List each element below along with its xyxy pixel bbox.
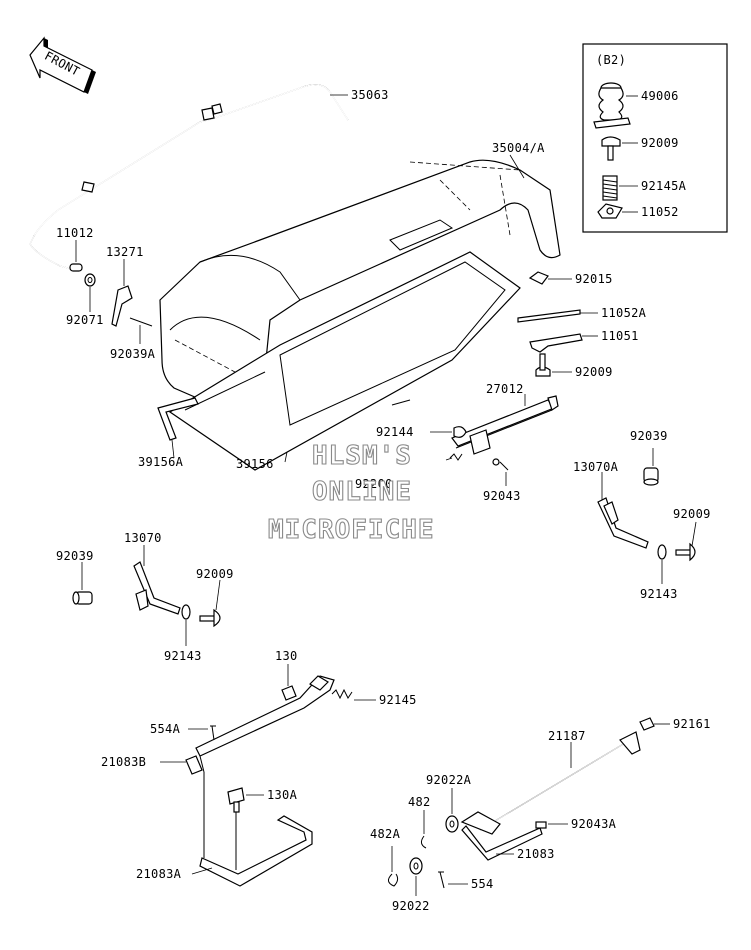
spring-92200-icon xyxy=(449,453,463,461)
label-92022: 92022 xyxy=(392,899,430,913)
link-21083A xyxy=(199,772,313,887)
bushing-92039-right-icon xyxy=(643,467,659,486)
clip-482-icon xyxy=(420,835,427,849)
washer-92143-right-icon xyxy=(657,544,667,560)
label-13070: 13070 xyxy=(124,531,162,545)
label-130: 130 xyxy=(275,649,298,663)
label-554: 554 xyxy=(471,877,494,891)
label-35063: 35063 xyxy=(351,88,389,102)
label-92009-main: 92009 xyxy=(575,365,613,379)
pin-554-icon xyxy=(438,871,445,889)
label-49006: 49006 xyxy=(641,89,679,103)
label-11012: 11012 xyxy=(56,226,94,240)
label-21083A: 21083A xyxy=(136,867,182,881)
clip-11052-icon xyxy=(597,203,623,219)
washer-92022A-icon xyxy=(445,815,459,833)
label-39156: 39156 xyxy=(236,457,274,471)
link-21083 xyxy=(460,811,543,861)
label-13070A: 13070A xyxy=(573,460,619,474)
label-92144: 92144 xyxy=(376,425,414,439)
bushing-92039-left-icon xyxy=(72,591,93,605)
label-92143-right: 92143 xyxy=(640,587,678,601)
label-92145: 92145 xyxy=(379,693,417,707)
label-92039-right: 92039 xyxy=(630,429,668,443)
label-92039-left: 92039 xyxy=(56,549,94,563)
bolt-92009-left-icon xyxy=(199,608,221,628)
inset-title: (B2) xyxy=(596,53,626,67)
label-130A: 130A xyxy=(267,788,298,802)
clip-482A-icon xyxy=(388,873,399,887)
watermark: HLSM'S ONLINE MICROFICHE xyxy=(267,440,435,545)
hinge-13070A xyxy=(597,497,649,549)
label-11052A: 11052A xyxy=(601,306,647,320)
label-92009-inset: 92009 xyxy=(641,136,679,150)
label-92022A: 92022A xyxy=(426,773,472,787)
bolt-92009-main-icon xyxy=(535,353,551,377)
spring-92145-icon xyxy=(331,688,353,700)
label-92043A: 92043A xyxy=(571,817,617,831)
pin-92043A-icon xyxy=(535,821,547,829)
label-21187: 21187 xyxy=(548,729,586,743)
cover-35004A xyxy=(159,159,561,421)
bracket-13271-icon xyxy=(111,285,133,327)
label-92043: 92043 xyxy=(483,489,521,503)
washer-92022-icon xyxy=(409,857,423,875)
pin-92039A-icon xyxy=(129,317,153,327)
label-21083B: 21083B xyxy=(101,755,146,769)
label-21083: 21083 xyxy=(517,847,555,861)
clip-92144-icon xyxy=(453,426,467,438)
bumper-49006-icon xyxy=(593,82,631,129)
rod-35063 xyxy=(29,84,349,271)
label-39156A: 39156A xyxy=(138,455,184,469)
pin-11012-icon xyxy=(69,263,83,272)
washer-92071-icon xyxy=(84,273,96,287)
label-13271: 13271 xyxy=(106,245,144,259)
bolt-92009-right-icon xyxy=(675,542,696,562)
label-92200: 92200 xyxy=(355,477,393,491)
label-27012: 27012 xyxy=(486,382,524,396)
washer-92143-left-icon xyxy=(181,604,191,620)
label-92015: 92015 xyxy=(575,272,613,286)
label-11051: 11051 xyxy=(601,329,639,343)
label-554A: 554A xyxy=(150,722,181,736)
inset-b2: (B2) 49006 92009 92145A 11052 xyxy=(582,43,728,233)
hinge-13070 xyxy=(133,561,181,615)
spring-92145A-icon xyxy=(602,175,618,201)
label-35004A: 35004/A xyxy=(492,141,545,155)
label-92071: 92071 xyxy=(66,313,104,327)
bolt-92009-inset-icon xyxy=(601,136,621,161)
watermark-line2: ONLINE xyxy=(312,477,412,507)
clip-92161-icon xyxy=(639,717,655,731)
front-arrow: FRONT xyxy=(29,36,96,94)
label-92145A-inset: 92145A xyxy=(641,179,687,193)
bolt-130A-icon xyxy=(227,787,245,813)
label-92009-right: 92009 xyxy=(673,507,711,521)
plate-11052A-icon xyxy=(517,309,581,323)
pin-92043-icon xyxy=(499,461,509,471)
bracket-11051-icon xyxy=(529,333,583,353)
trim-39156A xyxy=(157,397,199,441)
label-92039A: 92039A xyxy=(110,347,156,361)
label-92161: 92161 xyxy=(673,717,711,731)
rod-21187 xyxy=(479,731,641,831)
clip-92015-icon xyxy=(528,271,549,285)
watermark-line1: HLSM'S xyxy=(312,441,412,471)
label-92009-left: 92009 xyxy=(196,567,234,581)
watermark-line3: MICROFICHE xyxy=(268,515,435,545)
label-92143-left: 92143 xyxy=(164,649,202,663)
link-21083B xyxy=(185,675,335,775)
pin-554A-icon xyxy=(210,725,216,741)
latch-27012 xyxy=(451,395,559,466)
label-482: 482 xyxy=(408,795,431,809)
label-482A: 482A xyxy=(370,827,401,841)
bolt-130-icon xyxy=(281,685,297,701)
label-11052-inset: 11052 xyxy=(641,205,679,219)
